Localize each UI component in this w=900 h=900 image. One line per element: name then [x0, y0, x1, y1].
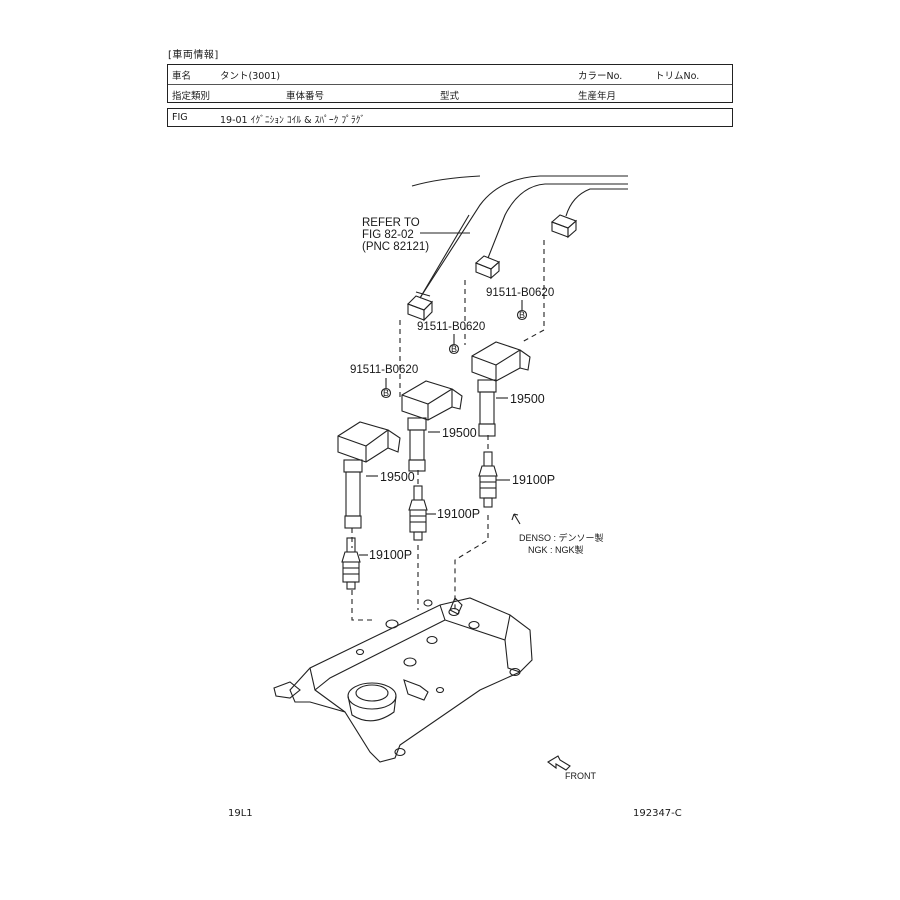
plug-part-label-1: 19100P: [369, 548, 412, 562]
ignition-harness: [411, 175, 628, 299]
front-label: FRONT: [565, 771, 596, 781]
bolt-marker-2: [448, 343, 460, 355]
coil-part-label-2: 19500: [442, 426, 477, 440]
harness-connector-2: [474, 255, 501, 280]
car-name-value: タント(3001): [220, 71, 281, 82]
designation-label: 指定類別: [172, 91, 211, 102]
production-date-label: 生産年月: [578, 91, 617, 102]
front-arrow-icon: [547, 755, 571, 771]
vehicle-info-table: 車名 タント(3001) カラーNo. トリムNo. 指定類別 車体番号 型式 …: [167, 64, 733, 103]
refer-to-line-2: FIG 82-02: [362, 229, 414, 241]
fig-label: FIG: [172, 112, 188, 123]
bolt-marker-3: [516, 309, 528, 321]
bolt-marker-letter-3: B: [519, 310, 525, 320]
fig-title: 19-01 ｲｸﾞﾆｼｮﾝ ｺｲﾙ & ｽﾊﾟｰｸ ﾌﾟﾗｸﾞ: [220, 115, 366, 126]
bolt-part-label-3: 91511-B0620: [486, 287, 554, 299]
bolt-part-label-2: 91511-B0620: [417, 321, 485, 333]
coil-part-label-1: 19500: [380, 470, 415, 484]
bolt-part-label-1: 91511-B0620: [350, 364, 418, 376]
page-code-right: 192347-C: [633, 808, 682, 819]
body-number-label: 車体番号: [286, 91, 325, 102]
ignition-coil-2: [401, 380, 463, 472]
color-no-label: カラーNo.: [578, 71, 623, 82]
figure-title-box: FIG 19-01 ｲｸﾞﾆｼｮﾝ ｺｲﾙ & ｽﾊﾟｰｸ ﾌﾟﾗｸﾞ: [167, 108, 733, 127]
refer-to-line-3: (PNC 82121): [362, 241, 429, 253]
harness-connector-3: [550, 214, 578, 239]
bolt-marker-letter-1: B: [383, 388, 389, 398]
spark-plug-3: [478, 451, 498, 508]
cylinder-head-cover: [273, 597, 533, 763]
bolt-marker-1: [380, 387, 392, 399]
ignition-coil-3: [471, 341, 531, 437]
car-name-label: 車名: [172, 71, 192, 82]
spark-plug-2: [408, 485, 428, 541]
plug-part-label-2: 19100P: [437, 507, 480, 521]
harness-connector-1: [407, 295, 433, 322]
vehicle-info-heading: [車両情報]: [168, 50, 219, 61]
ignition-coil-1: [337, 421, 401, 529]
bolt-marker-letter-2: B: [451, 344, 457, 354]
page-code-left: 19L1: [228, 808, 253, 819]
table-row-divider: [168, 84, 732, 85]
trim-no-label: トリムNo.: [655, 71, 700, 82]
legend-denso: DENSO : デンソー製: [519, 532, 604, 543]
legend-arrow: [511, 513, 521, 525]
coil-part-label-3: 19500: [510, 392, 545, 406]
plug-part-label-3: 19100P: [512, 473, 555, 487]
model-label: 型式: [440, 91, 460, 102]
legend-ngk: NGK : NGK製: [528, 544, 584, 555]
spark-plug-1: [341, 537, 361, 590]
refer-to-line-1: REFER TO: [362, 217, 420, 229]
